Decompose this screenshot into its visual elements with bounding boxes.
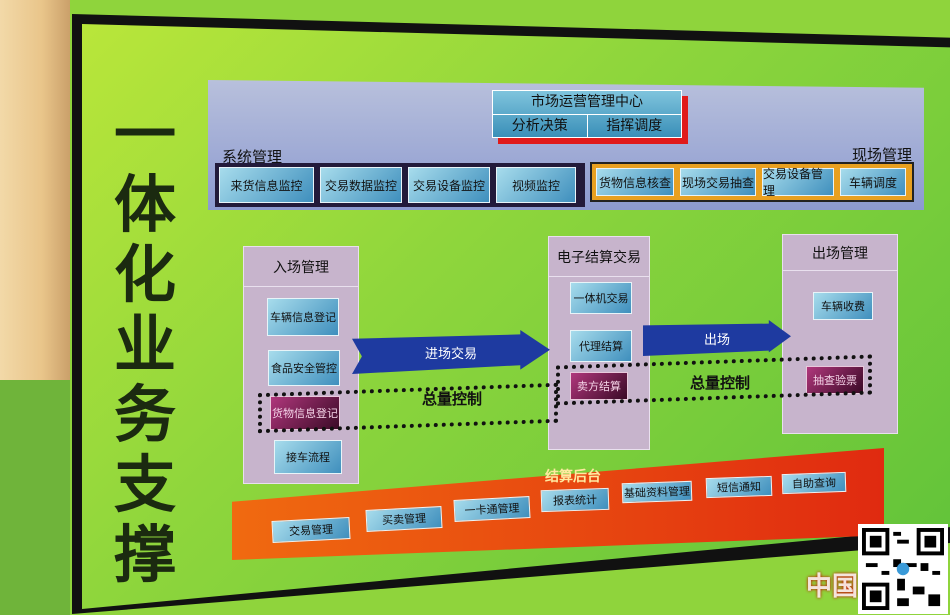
settle-label: 电子结算交易 xyxy=(549,237,649,277)
wall-lower xyxy=(0,380,70,615)
control-label: 总量控制 xyxy=(690,374,751,392)
entry-item: 车辆信息登记 xyxy=(267,298,339,336)
center-item: 指挥调度 xyxy=(606,118,663,134)
field-item: 现场交易抽查 xyxy=(680,168,756,196)
field-item: 交易设备管理 xyxy=(762,167,834,198)
system-item: 交易设备监控 xyxy=(408,167,490,203)
system-group: 来货信息监控 交易数据监控 交易设备监控 视频监控 xyxy=(215,163,585,207)
exit-label: 出场管理 xyxy=(783,235,897,271)
market-center: 市场运营管理中心 分析决策 指挥调度 xyxy=(492,90,682,138)
backend-item: 基础资料管理 xyxy=(621,480,693,504)
settle-item: 一体机交易 xyxy=(570,282,632,314)
entry-item: 接车流程 xyxy=(274,440,342,474)
market-center-title: 市场运营管理中心 xyxy=(493,91,681,115)
arrow-label: 进场交易 xyxy=(424,346,477,362)
entry-item: 食品安全管控 xyxy=(268,350,340,386)
system-item: 来货信息监控 xyxy=(219,167,314,203)
watermark: 中国 xyxy=(806,572,859,602)
settle-item-highlight: 卖方结算 xyxy=(570,372,628,400)
poster-title: 一体化业务支撑 xyxy=(113,98,176,591)
backend-item: 一卡通管理 xyxy=(453,496,531,522)
system-item: 交易数据监控 xyxy=(320,167,402,203)
exit-item-highlight: 抽查验票 xyxy=(806,366,864,394)
field-item: 车辆调度 xyxy=(840,168,906,196)
system-label: 系统管理 xyxy=(222,148,283,166)
entry-item-highlight: 货物信息登记 xyxy=(270,396,340,430)
settle-item: 代理结算 xyxy=(570,330,632,362)
system-item: 视频监控 xyxy=(496,167,576,203)
qr-code[interactable] xyxy=(858,524,948,614)
backend-label: 结算后台 xyxy=(545,469,601,485)
exit-column: 出场管理 xyxy=(782,234,898,434)
field-group: 货物信息核查 现场交易抽查 交易设备管理 车辆调度 xyxy=(590,162,914,202)
control-label: 总量控制 xyxy=(422,390,483,408)
backend-item: 报表统计 xyxy=(540,487,610,513)
exit-item: 车辆收费 xyxy=(813,292,873,320)
field-item: 货物信息核查 xyxy=(596,168,674,196)
backend-item: 买卖管理 xyxy=(365,506,443,532)
backend-item: 交易管理 xyxy=(271,516,351,544)
exit-arrow: 出场 xyxy=(643,320,791,356)
field-label: 现场管理 xyxy=(852,146,913,164)
backend-item: 自助查询 xyxy=(781,471,847,495)
center-item: 分析决策 xyxy=(493,115,588,137)
entry-label: 入场管理 xyxy=(244,247,358,287)
qr-code-icon xyxy=(862,528,944,610)
backend-item: 短信通知 xyxy=(705,475,773,499)
arrow-label: 出场 xyxy=(703,332,730,348)
